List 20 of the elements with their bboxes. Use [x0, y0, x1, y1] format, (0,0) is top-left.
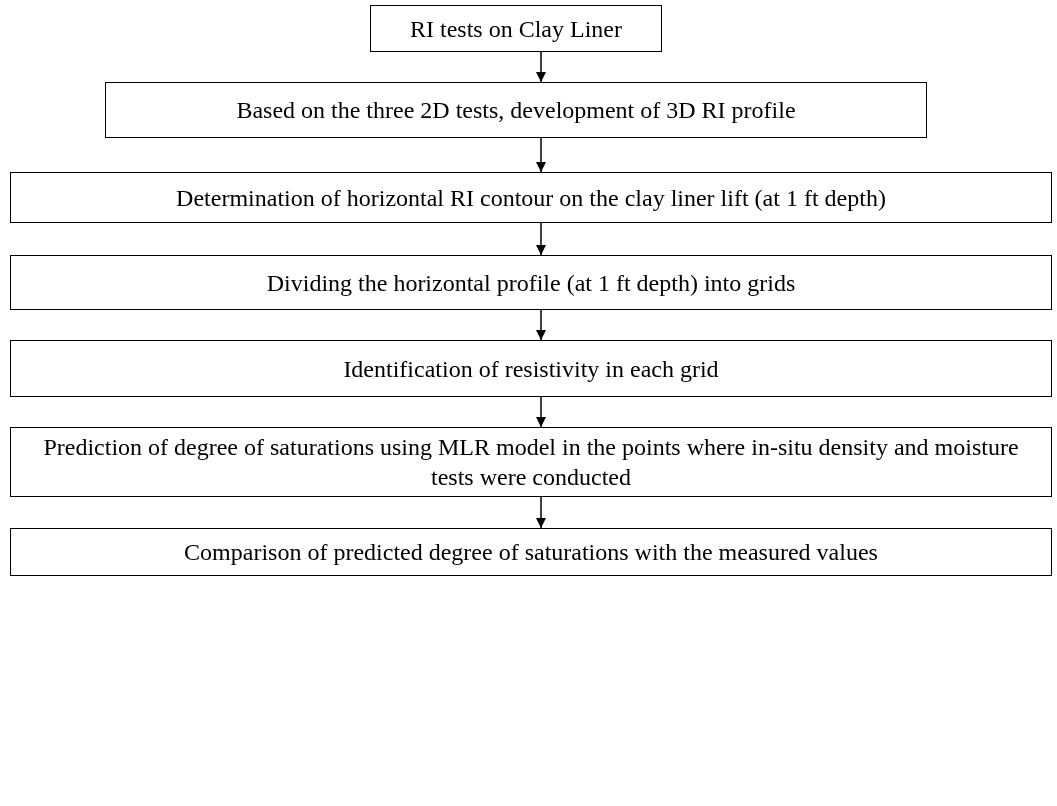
process-box	[105, 82, 927, 138]
arrow	[536, 396, 546, 428]
arrow	[536, 222, 546, 256]
box-text: RI tests on Clay Liner	[410, 14, 622, 44]
box-text: Based on the three 2D tests, development of 3D RI profile	[236, 96, 796, 125]
arrow	[536, 137, 546, 173]
process-box	[10, 528, 1052, 576]
box-text: Comparison of predicted degree of saturations with the measured values	[184, 538, 878, 567]
box-text: Identification of resistivity in each grid	[343, 354, 719, 384]
process-box	[370, 5, 662, 52]
process-box	[10, 427, 1052, 497]
arrow	[536, 309, 546, 341]
arrow	[536, 51, 546, 83]
process-box	[10, 255, 1052, 310]
arrow	[536, 496, 546, 529]
process-box	[10, 340, 1052, 397]
box-text: Determination of horizontal RI contour on the clay liner lift (at 1 ft depth)	[176, 183, 886, 213]
box-text: Prediction of degree of saturations using MLR model in the points where in-situ density and moisture tests were conducted	[42, 433, 1020, 492]
process-box	[10, 172, 1052, 223]
box-text: Dividing the horizontal profile (at 1 ft depth) into grids	[266, 268, 796, 298]
